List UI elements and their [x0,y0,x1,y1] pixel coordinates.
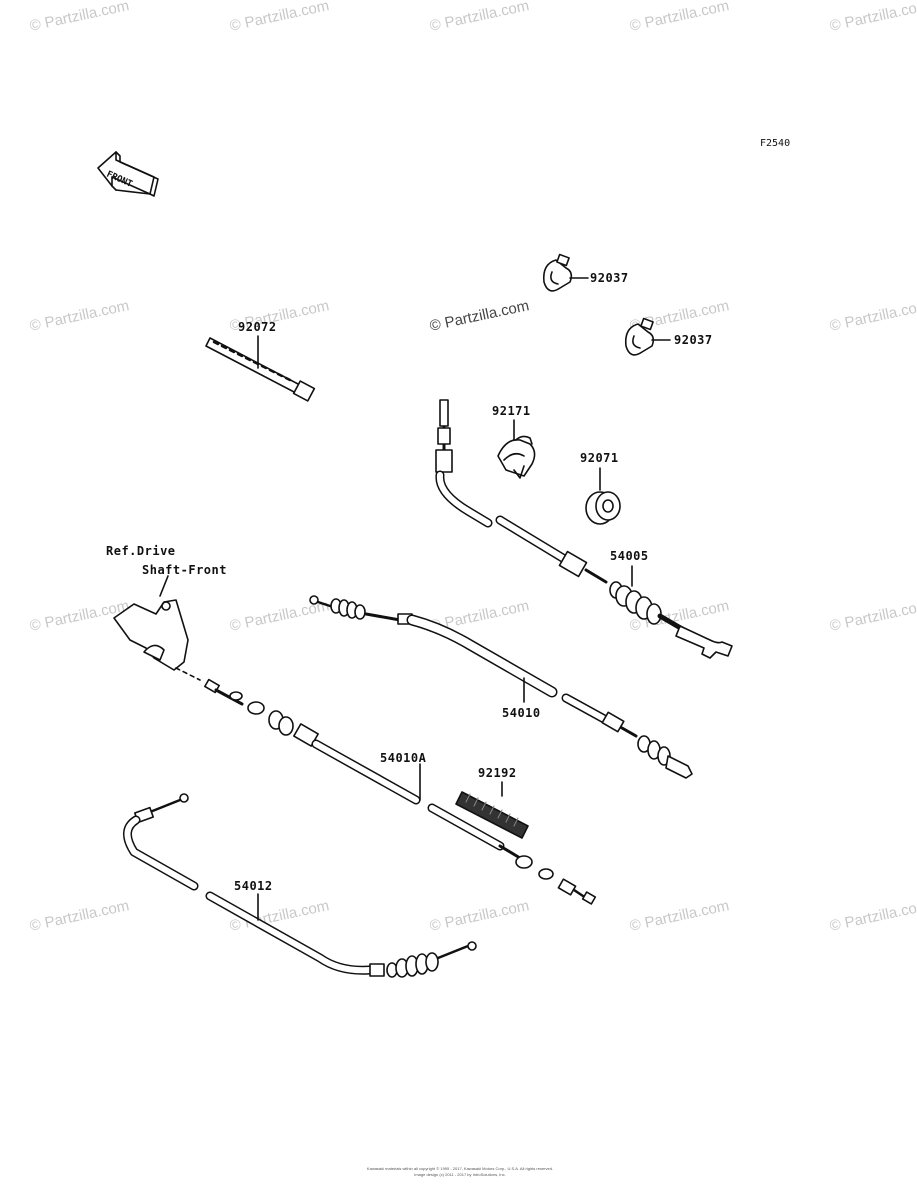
copyright-line2: Image design (c) 2011 - 2017 by IntroSol… [414,1172,506,1177]
part-number-92171: 92171 [492,404,531,418]
part-number-92072: 92072 [238,320,277,334]
clamp-92037-upper [542,253,589,292]
part-number-54012: 54012 [234,879,273,893]
front-arrow-icon: FRONT [97,151,159,197]
part-number-92192: 92192 [478,766,517,780]
reference-label-line1: Ref.Drive [106,544,176,558]
cable-54010a [204,678,597,905]
cable-54005 [435,399,733,659]
part-number-92037-upper: 92037 [590,271,629,285]
reference-label-line2: Shaft-Front [142,563,227,577]
cable-54012 [123,793,477,978]
part-number-92037-lower: 92037 [674,333,713,347]
copyright-footer: Kawasaki materials within all copyright … [330,1166,590,1178]
grommet-92071 [585,467,621,525]
part-number-92071: 92071 [580,451,619,465]
part-number-54010: 54010 [502,706,541,720]
bracket-92171 [497,419,536,479]
copyright-line1: Kawasaki materials within all copyright … [366,1166,554,1171]
clamp-92037-lower [624,317,671,356]
cable-tie-92072 [205,335,316,402]
figure-code: F2540 [760,138,791,149]
sleeve-92192 [455,781,529,839]
cable-54010 [309,595,693,779]
drive-shaft-bracket [113,575,201,681]
part-number-54010a: 54010A [380,751,427,765]
part-number-54005: 54005 [610,549,649,563]
